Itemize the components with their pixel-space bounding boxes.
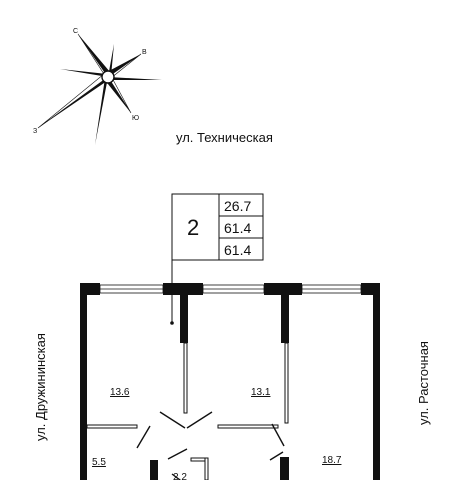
compass-north-label: С — [73, 28, 78, 35]
apartment-number: 2 — [187, 215, 199, 240]
compass-south-label: Ю — [132, 115, 139, 122]
compass-east-label: В — [142, 49, 147, 56]
room-area-label: 2.2 — [173, 472, 187, 480]
street-label-top: ул. Техническая — [176, 130, 273, 145]
living-area-value: 26.7 — [224, 198, 251, 214]
street-label-left: ул. Дружининская — [33, 333, 48, 441]
room-labels: 13.6 13.1 18.7 5.5 2.2 — [92, 387, 342, 480]
total-area-value: 61.4 — [224, 220, 251, 236]
street-label-right: ул. Расточная — [416, 341, 431, 425]
windows — [99, 284, 362, 294]
apartment-info-box: 2 26.7 61.4 61.4 — [170, 193, 264, 325]
interior-walls — [86, 295, 289, 480]
compass-west-label: З — [33, 128, 37, 135]
room-area-label: 13.6 — [110, 387, 130, 398]
total-area-balcony-value: 61.4 — [224, 242, 251, 258]
doors — [136, 411, 285, 480]
compass-rose-icon: С В Ю З — [33, 28, 162, 145]
room-area-label: 5.5 — [92, 457, 106, 468]
room-area-label: 18.7 — [322, 455, 342, 466]
room-area-label: 13.1 — [251, 387, 271, 398]
exterior-walls — [80, 283, 380, 480]
